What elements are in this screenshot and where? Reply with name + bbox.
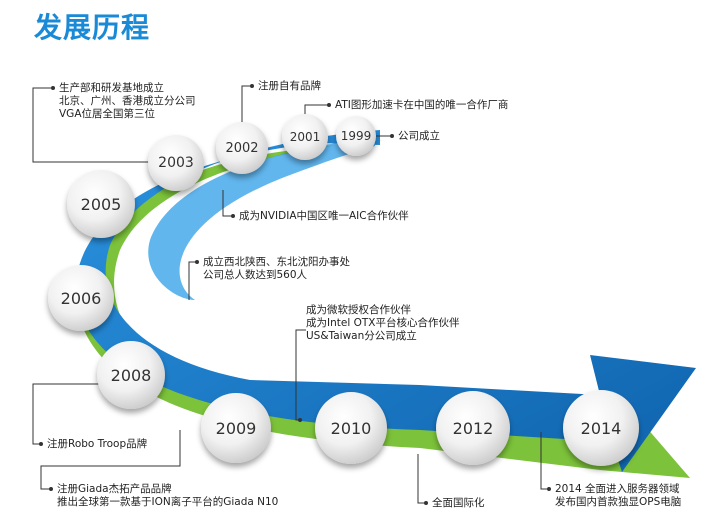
arrow-ridge bbox=[148, 138, 375, 300]
year-label-2010: 2010 bbox=[330, 418, 372, 438]
ball-2008 bbox=[97, 341, 165, 409]
year-label-2014: 2014 bbox=[580, 418, 622, 438]
ball-2014 bbox=[563, 390, 639, 466]
year-label-1999: 1999 bbox=[340, 129, 372, 143]
ball-2012 bbox=[436, 391, 510, 465]
leader-2012 bbox=[417, 454, 426, 504]
annotation-2009: 注册Giada杰拓产品品牌 推出全球第一款基于ION离子平台的Giada N10 bbox=[57, 483, 279, 508]
annotation-2001: ATI图形加速卡在中国的唯一合作厂商 bbox=[335, 99, 509, 111]
leader-2014 bbox=[540, 432, 549, 490]
year-label-2002: 2002 bbox=[225, 140, 259, 156]
annotation-2014: 2014 全面进入服务器领域 发布国内首款独显OPS电脑 bbox=[555, 483, 682, 508]
annotation-2005: 成为NVIDIA中国区唯一AIC合作伙伴 bbox=[239, 210, 409, 222]
ball-2005 bbox=[67, 170, 135, 238]
ball-2009 bbox=[201, 393, 271, 463]
ball-2003 bbox=[148, 135, 204, 191]
year-label-2003: 2003 bbox=[158, 155, 194, 171]
leader-2002 bbox=[241, 85, 252, 128]
year-label-2008: 2008 bbox=[110, 365, 152, 385]
leader-2003 bbox=[32, 87, 160, 163]
page-title: 发展历程 bbox=[34, 11, 151, 44]
annotation-2003: 生产部和研发基地成立 北京、广州、香港成立分公司 VGA位居全国第三位 bbox=[59, 82, 196, 120]
year-label-2005: 2005 bbox=[80, 194, 122, 214]
year-label-2012: 2012 bbox=[452, 418, 494, 438]
year-label-2009: 2009 bbox=[215, 418, 257, 438]
leader-2006 bbox=[188, 261, 197, 300]
annotation-2012: 全面国际化 bbox=[432, 497, 485, 509]
ball-2002 bbox=[216, 122, 268, 174]
ball-2010 bbox=[315, 392, 387, 464]
arrow-blue-body bbox=[76, 130, 697, 472]
leader-2005 bbox=[222, 190, 233, 217]
year-label-2006: 2006 bbox=[60, 288, 102, 308]
annotation-2010: 成为微软授权合作伙伴 成为Intel OTX平台核心合作伙伴 US&Taiwan… bbox=[306, 304, 460, 342]
ball-1999 bbox=[336, 116, 376, 156]
annotation-2006: 成立西北陕西、东北沈阳办事处 公司总人数达到560人 bbox=[203, 256, 350, 281]
year-label-2001: 2001 bbox=[289, 130, 321, 144]
annotation-2008: 注册Robo Troop品牌 bbox=[47, 438, 148, 450]
leader-2008 bbox=[32, 383, 100, 445]
ball-2006 bbox=[48, 265, 114, 331]
annotation-2002: 注册自有品牌 bbox=[258, 80, 321, 92]
annotation-1999: 公司成立 bbox=[398, 130, 440, 142]
leader-2009 bbox=[40, 430, 181, 490]
ball-2001 bbox=[282, 114, 328, 160]
